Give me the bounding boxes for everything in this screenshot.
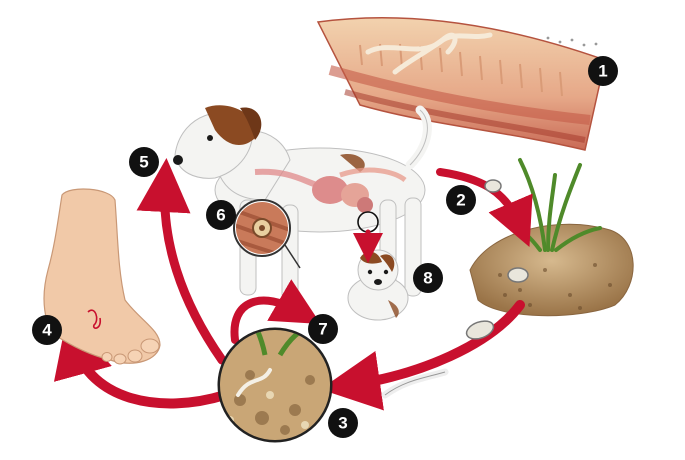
svg-text:8: 8 [423, 269, 432, 288]
svg-text:7: 7 [318, 320, 327, 339]
soil-magnifier [217, 327, 333, 443]
svg-text:4: 4 [42, 321, 52, 340]
egg-icon [484, 179, 502, 193]
egg-icon [507, 267, 529, 283]
adult-dog [173, 105, 432, 301]
step-badge-8: 8 [413, 263, 443, 293]
egg-dots [546, 36, 598, 47]
step-badge-6: 6 [206, 200, 236, 230]
larva-icon [236, 368, 272, 397]
step-badge-5: 5 [129, 147, 159, 177]
life-cycle-arrows [53, 158, 533, 411]
step-badge-7: 7 [308, 314, 338, 344]
svg-text:3: 3 [338, 414, 347, 433]
grass-icon [493, 158, 602, 252]
step-badges: 1 2 3 4 5 6 7 8 [32, 56, 618, 438]
svg-text:1: 1 [598, 62, 607, 81]
svg-text:6: 6 [216, 206, 225, 225]
tissue-magnifier [233, 199, 301, 269]
dog-internal-organs [254, 167, 407, 213]
step-badge-3: 3 [328, 408, 358, 438]
soil-mound [469, 158, 634, 317]
adult-hookworm-icon [365, 32, 493, 75]
svg-text:2: 2 [456, 191, 465, 210]
intestine-cross-section [316, 16, 606, 151]
human-foot [43, 188, 161, 365]
larvae-on-path [381, 179, 502, 399]
svg-text:5: 5 [139, 153, 148, 172]
skin-penetration-mark [87, 309, 102, 329]
step-badge-4: 4 [32, 315, 62, 345]
step-badge-1: 1 [588, 56, 618, 86]
egg-icon [465, 320, 495, 340]
step-badge-2: 2 [446, 185, 476, 215]
